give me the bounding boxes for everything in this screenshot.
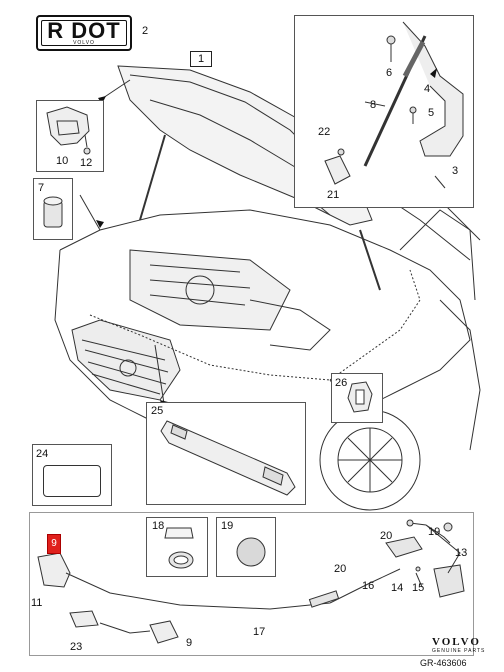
cap-drawing [236, 537, 266, 567]
highlighted-part-9[interactable]: 9 [47, 534, 61, 554]
grommet-drawing [164, 527, 194, 569]
callout-26: 26 [335, 377, 348, 389]
callout-19-lower: 19 [428, 526, 441, 538]
callout-12: 12 [80, 157, 93, 169]
callout-16: 16 [362, 580, 375, 592]
grommet-inset [146, 517, 208, 577]
hinge-strut-drawing [324, 21, 464, 189]
rdot-badge-frame [41, 20, 127, 46]
callout-11: 11 [31, 597, 43, 609]
callout-13: 13 [455, 547, 468, 559]
callout-17: 17 [253, 626, 266, 638]
callout-8: 8 [370, 99, 377, 111]
callout-15: 15 [412, 582, 425, 594]
callout-9-lower: 9 [186, 637, 193, 649]
callout-10: 10 [56, 155, 69, 167]
callout-25: 25 [151, 405, 164, 417]
rdot-badge-sub: VOLVO [73, 40, 95, 46]
clip-inset [331, 373, 383, 423]
cap-inset [216, 517, 276, 577]
callout-1: 1 [190, 51, 212, 67]
label-inset [32, 444, 112, 506]
callout-14: 14 [391, 582, 404, 594]
callout-22: 22 [318, 126, 331, 138]
callout-2: 2 [142, 25, 149, 37]
latch-inset [36, 100, 104, 172]
latch-drawing [46, 106, 91, 155]
callout-20: 20 [380, 530, 393, 542]
callout-4: 4 [424, 83, 431, 95]
volvo-logo-text: VOLVO [432, 636, 481, 648]
callout-19: 19 [221, 520, 234, 532]
callout-18: 18 [152, 520, 165, 532]
rdot-badge: R DOT VOLVO [36, 15, 132, 51]
callout-24: 24 [36, 448, 49, 460]
rdot-badge-title: R DOT [47, 18, 121, 43]
clip-drawing [347, 381, 373, 413]
callout-21: 21 [327, 189, 340, 201]
cover-strip-drawing [160, 420, 296, 496]
bump-stop-drawing [43, 196, 63, 228]
callout-6: 6 [386, 67, 393, 79]
hinge-strut-inset [294, 15, 474, 208]
cover-strip-inset [146, 402, 306, 505]
volvo-genuine-parts: GENUINE PARTS [432, 648, 486, 654]
callout-3: 3 [452, 165, 459, 177]
release-cable-drawing [37, 519, 465, 644]
callout-7: 7 [38, 182, 45, 194]
label-sticker [43, 465, 101, 497]
callout-5: 5 [428, 107, 435, 119]
callout-23: 23 [70, 641, 83, 653]
bump-stop-inset [33, 178, 73, 240]
drawing-reference: GR-463606 [420, 658, 467, 668]
callout-20-lower: 20 [334, 563, 347, 575]
